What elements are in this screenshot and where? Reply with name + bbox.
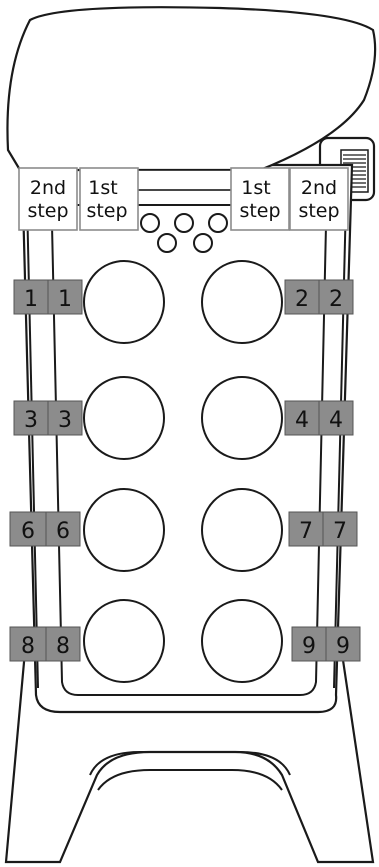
number-tag-label: 8 bbox=[56, 634, 70, 659]
indicator-light bbox=[174, 213, 194, 233]
number-tags: 1 1 2 2 3 3 4 4 6 6 7 7 8 8 9 9 bbox=[9, 279, 361, 662]
number-tag-label: 4 bbox=[295, 408, 309, 433]
step-label-right-outer: 2nd step bbox=[289, 167, 349, 231]
number-tag-label: 7 bbox=[333, 519, 347, 544]
step-label-left-inner: 1st step bbox=[79, 167, 139, 231]
round-button-left-row1[interactable] bbox=[83, 260, 165, 344]
remote-top-cap bbox=[6, 6, 377, 172]
step-label-left-outer: 2nd step bbox=[18, 167, 78, 231]
number-tag bbox=[318, 279, 354, 315]
number-tag-label: 6 bbox=[21, 519, 35, 544]
number-tag-label: 4 bbox=[329, 408, 343, 433]
number-tag-label: 1 bbox=[58, 287, 72, 312]
number-tag bbox=[13, 400, 49, 436]
round-buttons bbox=[83, 260, 283, 683]
number-tag-label: 2 bbox=[295, 287, 309, 312]
round-button-right-row4[interactable] bbox=[201, 599, 283, 683]
number-tag-label: 8 bbox=[21, 634, 35, 659]
number-tag bbox=[9, 626, 47, 662]
number-tag bbox=[9, 511, 47, 547]
round-button-left-row2[interactable] bbox=[83, 376, 165, 460]
step-label-right-outer-line2: step bbox=[298, 200, 339, 222]
round-button-right-row3[interactable] bbox=[201, 488, 283, 572]
number-tag-label: 1 bbox=[24, 287, 38, 312]
indicator-light bbox=[193, 233, 213, 253]
number-tag-label: 7 bbox=[299, 519, 313, 544]
number-tag bbox=[47, 400, 83, 436]
step-label-left-outer-line1: 2nd bbox=[30, 177, 66, 199]
number-tag-label: 2 bbox=[329, 287, 343, 312]
number-tag bbox=[288, 511, 324, 547]
number-tag bbox=[322, 511, 358, 547]
round-button-left-row4[interactable] bbox=[83, 599, 165, 683]
round-button-right-row2[interactable] bbox=[201, 376, 283, 460]
stand-inner-arch-lower bbox=[97, 769, 283, 791]
number-tag bbox=[45, 511, 81, 547]
number-tag bbox=[284, 279, 320, 315]
number-tag bbox=[291, 626, 327, 662]
number-tag bbox=[45, 626, 81, 662]
step-label-right-inner-line1: 1st bbox=[241, 177, 270, 199]
step-label-right-outer-line1: 2nd bbox=[301, 177, 337, 199]
round-button-right-row1[interactable] bbox=[201, 260, 283, 344]
indicator-light bbox=[208, 213, 228, 233]
step-label-right-inner: 1st step bbox=[230, 167, 290, 231]
indicator-light bbox=[157, 233, 177, 253]
number-tag-label: 3 bbox=[58, 408, 72, 433]
step-label-right-inner-line2: step bbox=[239, 200, 280, 222]
step-label-left-outer-line2: step bbox=[27, 200, 68, 222]
stand-inner-arch bbox=[89, 751, 291, 776]
number-tag bbox=[325, 626, 361, 662]
indicator-light bbox=[140, 213, 160, 233]
number-tag-label: 3 bbox=[24, 408, 38, 433]
round-button-left-row3[interactable] bbox=[83, 488, 165, 572]
step-label-left-inner-line1: 1st bbox=[88, 177, 117, 199]
number-tag-label: 9 bbox=[302, 634, 316, 659]
number-tag-label: 9 bbox=[336, 634, 350, 659]
number-tag-label: 6 bbox=[56, 519, 70, 544]
number-tag bbox=[318, 400, 354, 436]
step-label-left-inner-line2: step bbox=[86, 200, 127, 222]
number-tag bbox=[47, 279, 83, 315]
indicator-lights bbox=[140, 213, 228, 253]
top-center-bar bbox=[135, 169, 237, 191]
